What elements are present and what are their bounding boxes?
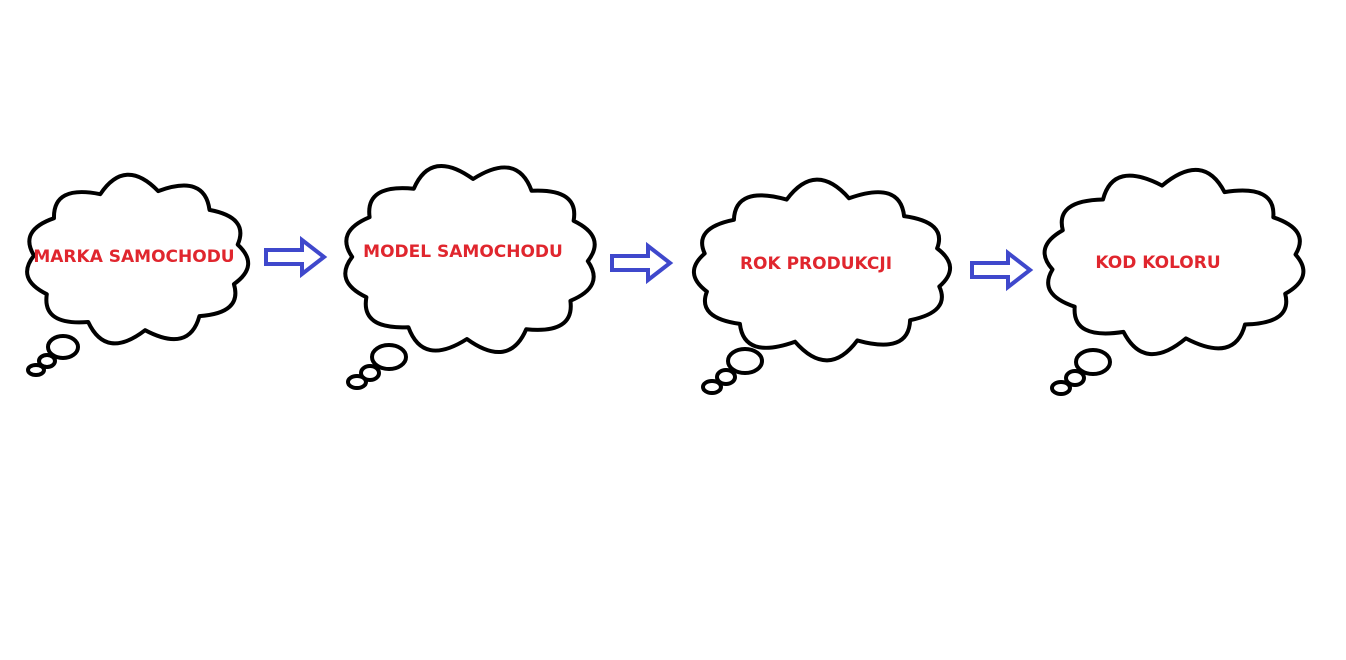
thought-bubble-dot-icon	[1074, 348, 1112, 376]
thought-cloud-icon	[343, 164, 597, 354]
thought-bubble-dot-icon	[701, 379, 723, 395]
block-arrow-right-icon	[610, 241, 674, 285]
step-label-rok-produkcji: ROK PRODUKCJI	[740, 254, 892, 274]
thought-cloud-marka-samochodu	[25, 172, 251, 377]
thought-bubble-dot-icon	[370, 343, 408, 371]
arrows-layer	[264, 235, 1034, 292]
step-label-model-samochodu: MODEL SAMOCHODU	[363, 242, 563, 262]
thought-cloud-kod-koloru	[1042, 168, 1306, 396]
thought-cloud-icon	[691, 177, 953, 363]
block-arrow-right-icon	[970, 248, 1034, 292]
thought-cloud-icon	[1042, 168, 1306, 356]
thought-bubble-dot-icon	[1050, 380, 1072, 396]
thought-bubble-dot-icon	[46, 334, 80, 360]
clouds-layer	[25, 164, 1306, 396]
thought-bubble-dot-icon	[359, 364, 381, 382]
thought-bubble-dot-icon	[715, 368, 737, 386]
thought-bubble-dot-icon	[37, 353, 57, 369]
thought-bubble-dot-icon	[726, 347, 764, 375]
block-arrow-right-icon	[264, 235, 328, 279]
thought-bubble-dot-icon	[346, 374, 368, 390]
thought-cloud-model-samochodu	[343, 164, 597, 390]
thought-bubble-dot-icon	[26, 363, 46, 377]
thought-cloud-icon	[25, 172, 251, 346]
thought-bubble-dot-icon	[1064, 369, 1086, 387]
thought-cloud-rok-produkcji	[691, 177, 953, 395]
labels-layer: MARKA SAMOCHODU MODEL SAMOCHODU ROK PROD…	[33, 242, 1220, 274]
step-label-kod-koloru: KOD KOLORU	[1095, 253, 1220, 273]
step-label-marka-samochodu: MARKA SAMOCHODU	[33, 247, 234, 267]
